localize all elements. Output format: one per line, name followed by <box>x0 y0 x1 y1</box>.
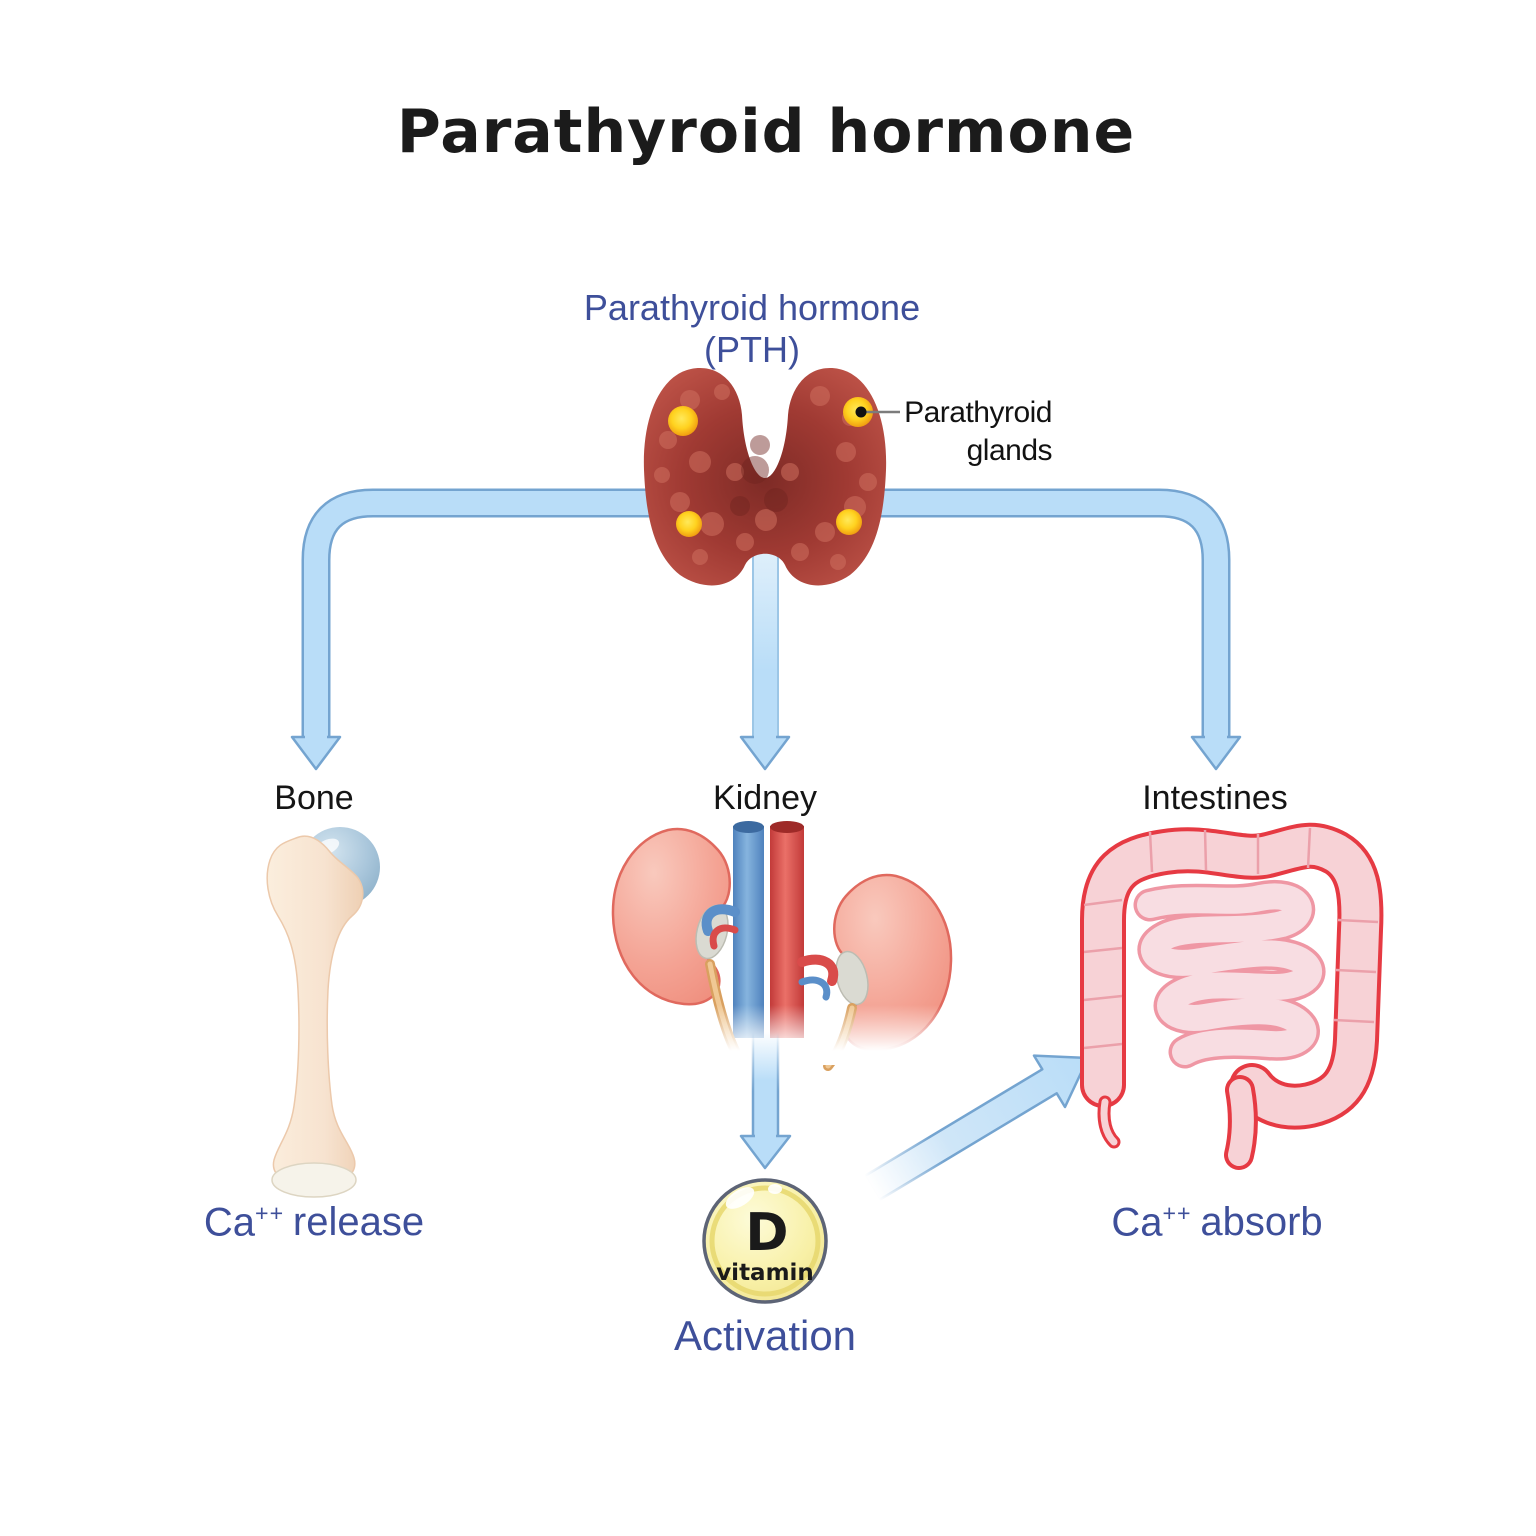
thyroid-gland-illustration <box>643 368 900 586</box>
callout-line1: Parathyroid <box>904 396 1052 429</box>
activation-label: Activation <box>673 1312 857 1359</box>
kidney-to-vitamind-arrow <box>739 1032 792 1170</box>
intestines-label: Intestines <box>1142 779 1288 817</box>
callout-leader-line <box>855 406 900 418</box>
callout-line2: glands <box>966 433 1053 467</box>
ca-absorb-base: Ca <box>1111 1200 1163 1245</box>
ca-absorb-word: absorb <box>1200 1200 1323 1245</box>
intestines-illustration <box>1080 822 1384 1170</box>
bone-illustration <box>266 827 380 1198</box>
vitamin-d-pill <box>702 1178 828 1304</box>
kidney-label: Kidney <box>713 779 817 817</box>
pth-label-line1: Parathyroid hormone <box>583 287 921 328</box>
pth-label: Parathyroid hormone (PTH) <box>584 287 920 371</box>
ca-absorb-label: Ca++ absorb <box>1111 1200 1322 1245</box>
ca-release-superscript: ++ <box>255 1200 285 1226</box>
ca-release-word: release <box>292 1200 425 1245</box>
kidney-illustration <box>598 821 958 1071</box>
ca-release-label: Ca++ release <box>204 1200 424 1245</box>
ca-absorb-superscript: ++ <box>1162 1200 1192 1226</box>
vitamin-d-word: vitamin <box>716 1260 814 1286</box>
vitamin-d-letter: D <box>745 1203 789 1263</box>
vitamind-to-intestines-arrow <box>863 1054 1090 1202</box>
page-title: Parathyroid hormone <box>396 97 1136 167</box>
bone-label: Bone <box>274 779 354 817</box>
pth-label-line2: (PTH) <box>704 328 800 370</box>
parathyroid-glands-callout: Parathyroid glands <box>902 394 1052 470</box>
ca-release-base: Ca <box>203 1200 256 1245</box>
